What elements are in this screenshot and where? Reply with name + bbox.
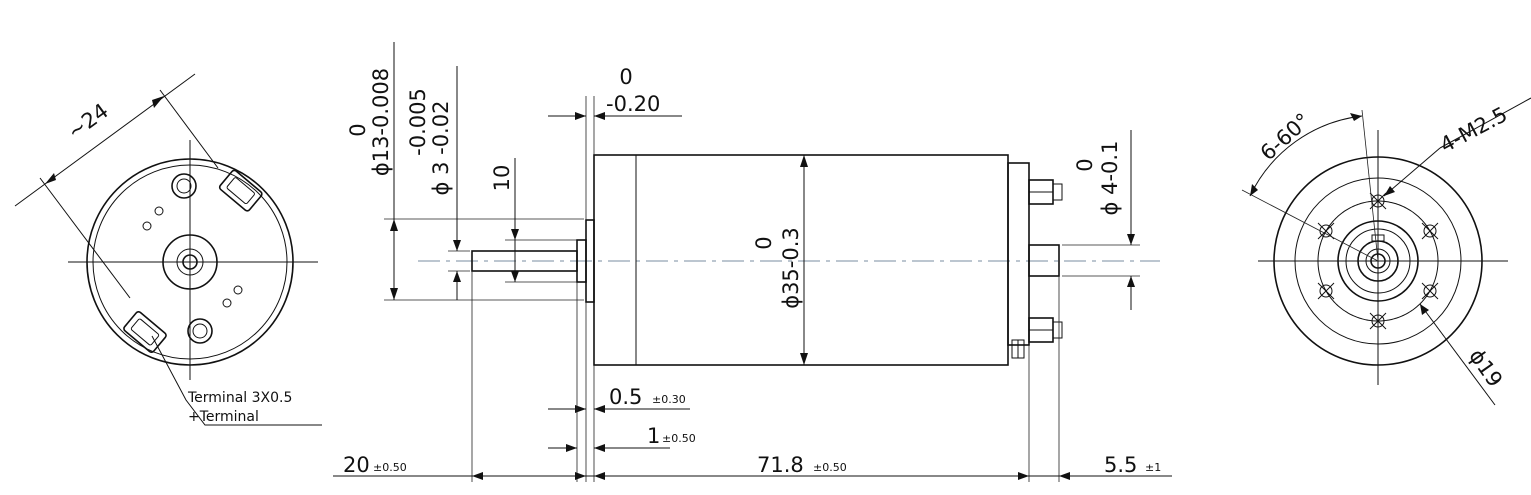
width-extension-line-1 <box>39 177 131 299</box>
right-view-boss-mid <box>1345 228 1411 294</box>
step-value: 1 <box>647 424 660 448</box>
rear-length-value: 5.5 <box>1104 453 1137 477</box>
left-view-outer-circle <box>86 158 294 366</box>
left-view-boss <box>162 234 218 290</box>
right-view-flange-circle <box>1294 177 1462 345</box>
width-extension-line-2 <box>159 89 219 169</box>
left-view-bushing <box>176 248 204 276</box>
rear-shaft <box>1028 244 1060 277</box>
left-view-small-hole-1 <box>154 206 164 216</box>
left-view-lower-hole <box>187 318 213 344</box>
rear-end-cap <box>1007 162 1030 346</box>
angle-arc <box>1249 115 1363 197</box>
mount-hole-2 <box>1421 222 1439 240</box>
right-view-outer-circle <box>1273 156 1483 366</box>
lower-terminal-tab <box>123 311 167 353</box>
mount-hole-4 <box>1369 312 1387 330</box>
rear-length-tolerance: ±1 <box>1145 461 1161 474</box>
flange-thickness-upper: 0 <box>619 65 632 89</box>
left-view-small-hole-3 <box>222 298 232 308</box>
rear-shaft-dia-label: ϕ 4-0.1 <box>1098 141 1122 216</box>
left-view-upper-hole-inner <box>176 178 192 194</box>
lower-terminal <box>1028 317 1063 343</box>
left-view-lower-hole-inner <box>192 323 208 339</box>
right-view-boss-outer <box>1337 220 1419 302</box>
right-front-view: 6-60° 4-M2.5 ϕ19 <box>1241 97 1531 406</box>
width-dimension-line <box>14 73 196 207</box>
mount-hole-3 <box>1421 282 1439 300</box>
gap-value: 0.5 <box>609 385 642 409</box>
flange-thickness-lower: -0.20 <box>606 92 660 116</box>
left-view-small-hole-2 <box>142 221 152 231</box>
body-dia-label: ϕ35-0.3 <box>779 227 803 309</box>
shaft-length-value: 20 <box>343 453 370 477</box>
terminal-leader-line <box>151 335 322 426</box>
mount-pattern-label: 6-60° <box>1256 108 1315 165</box>
rear-shaft-dia-upper: 0 <box>1073 158 1097 171</box>
side-view: 0 ϕ13-0.008 -0.005 ϕ 3 -0.02 10 0 -0.20 … <box>333 42 1172 482</box>
upper-terminal-tab <box>218 169 263 212</box>
left-end-view: ~24 Terminal 3X0.5 +Terminal <box>14 73 322 426</box>
bolt-circle-label: ϕ19 <box>1464 344 1507 391</box>
front-shaft <box>471 250 578 272</box>
gap-tolerance: ±0.30 <box>652 393 686 406</box>
terminal-polarity-note: +Terminal <box>188 409 259 425</box>
body-dia-upper: 0 <box>752 236 776 249</box>
left-view-shaft <box>182 254 198 270</box>
right-view-shaft <box>1370 253 1386 269</box>
body-length-value: 71.8 <box>757 453 804 477</box>
bolt-circle-leader <box>1419 303 1496 406</box>
upper-terminal <box>1028 179 1063 205</box>
left-view-upper-hole <box>171 173 197 199</box>
terminal-size-note: Terminal 3X0.5 <box>187 390 292 406</box>
step-tolerance: ±0.50 <box>662 432 696 445</box>
shaft-stepped-dia-label: ϕ13-0.008 <box>369 68 393 176</box>
width-dimension-label: ~24 <box>63 99 113 144</box>
shaft-dia-tolerance: -0.005 <box>406 88 430 156</box>
body-length-tolerance: ±0.50 <box>813 461 847 474</box>
shaft-land-label: 10 <box>490 165 514 192</box>
right-view-key <box>1371 234 1385 242</box>
mount-hole-5 <box>1317 282 1335 300</box>
right-view-shaft-ring <box>1365 248 1391 274</box>
shaft-stepped-dia-upper: 0 <box>346 123 370 136</box>
left-view-inner-rim <box>92 164 288 360</box>
shaft-dia-label: ϕ 3 -0.02 <box>429 101 453 196</box>
thread-leader-line <box>1383 147 1441 197</box>
shaft-length-tolerance: ±0.50 <box>373 461 407 474</box>
mount-threads-label: 4-M2.5 <box>1436 102 1511 157</box>
left-view-small-hole-4 <box>233 285 243 295</box>
